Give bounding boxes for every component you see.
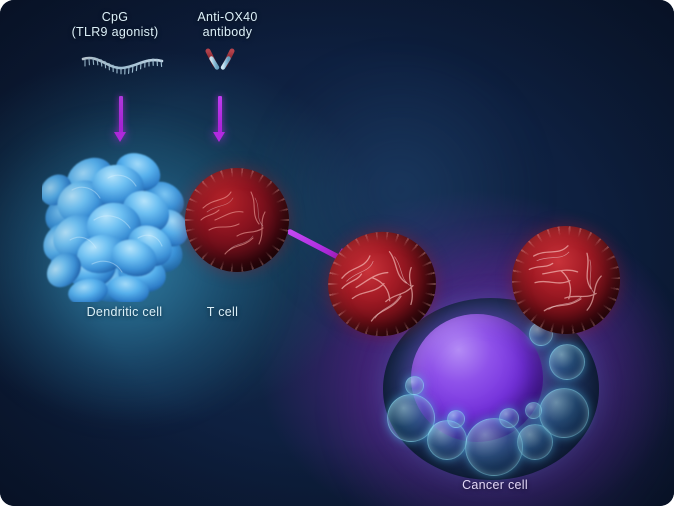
label-anti-ox40: Anti-OX40 antibody bbox=[197, 10, 258, 39]
label-cancer-cell: Cancer cell bbox=[462, 478, 528, 492]
label-t-cell: T cell bbox=[206, 305, 239, 319]
label-cpg: CpG (TLR9 agonist) bbox=[71, 10, 159, 39]
label-dendritic-cell: Dendritic cell bbox=[86, 305, 163, 319]
